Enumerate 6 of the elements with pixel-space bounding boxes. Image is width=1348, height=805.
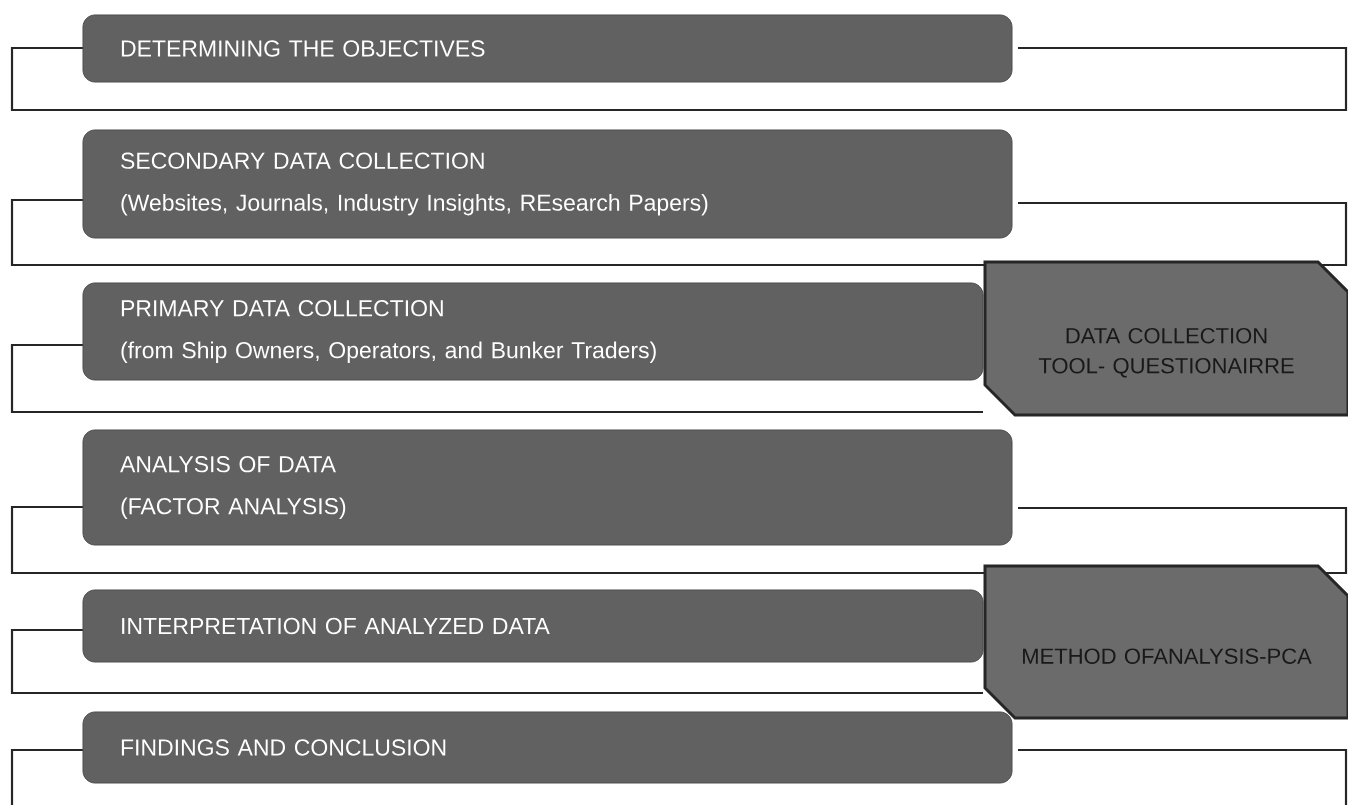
step-box: INTERPRETATION OF ANALYZED DATA: [82, 589, 984, 663]
step-box: PRIMARY DATA COLLECTION (from Ship Owners, Operators, and Bunker Traders): [82, 282, 984, 381]
step-box: SECONDARY DATA COLLECTION (Websites, Journals, Industry Insights, REsearch Papers): [82, 129, 1013, 239]
step-box: FINDINGS AND CONCLUSION: [82, 711, 1013, 784]
step-box: DETERMINING THE OBJECTIVES: [82, 14, 1013, 83]
step-box: ANALYSIS OF DATA (FACTOR ANALYSIS): [82, 429, 1013, 546]
